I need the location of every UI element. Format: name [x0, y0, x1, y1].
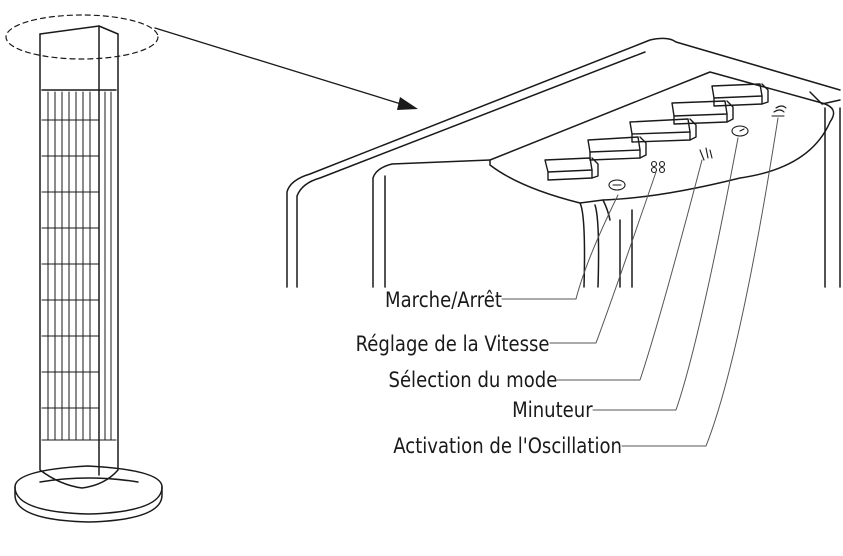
panel-plate — [489, 71, 835, 204]
button-power — [544, 157, 599, 181]
label-timer: Minuteur — [512, 398, 593, 422]
label-power: Marche/Arrêt — [385, 288, 502, 312]
zoom-arrow — [154, 27, 415, 109]
fan-body — [39, 33, 119, 489]
control-panel-closeup — [286, 37, 841, 288]
button-speed — [587, 136, 647, 161]
mode-icon — [699, 147, 713, 161]
fan-base — [14, 465, 163, 515]
timer-icon — [731, 125, 749, 137]
fan-speed-icon — [650, 160, 666, 174]
button-oscillation — [711, 83, 769, 107]
highlight-ellipse — [5, 14, 159, 60]
leader-lines — [501, 117, 779, 447]
power-icon — [608, 179, 626, 191]
button-mode — [629, 118, 697, 143]
oscillation-icon — [771, 105, 787, 117]
button-timer — [671, 100, 734, 125]
label-speed: Réglage de la Vitesse — [356, 332, 550, 356]
label-mode: Sélection du mode — [388, 368, 557, 392]
label-oscillation: Activation de l'Oscillation — [393, 434, 622, 458]
tower-fan — [5, 14, 418, 523]
